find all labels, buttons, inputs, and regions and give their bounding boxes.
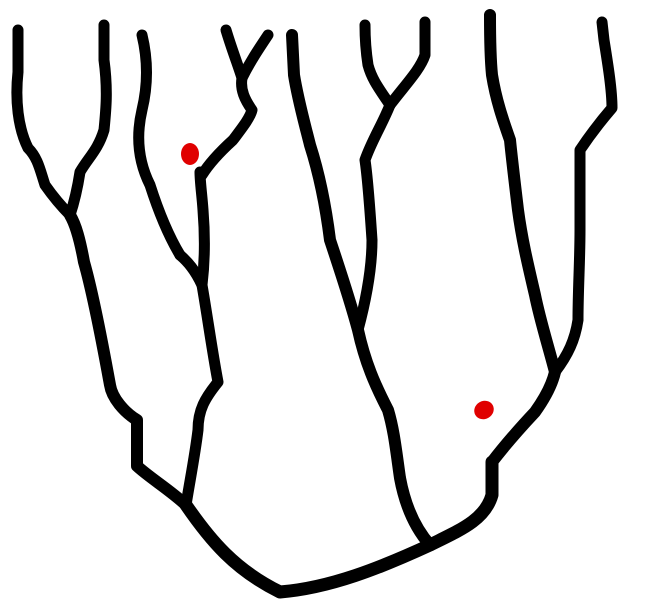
tree-branches (17, 15, 612, 592)
right-main-branch (490, 15, 555, 462)
left-fork-right (70, 25, 106, 215)
second-fork-left (139, 35, 180, 255)
right-sub-branch (555, 22, 612, 372)
red-marker-right (471, 397, 497, 423)
left-sub-branch (180, 255, 218, 505)
red-marker-left (181, 143, 199, 165)
top-v-right (242, 35, 268, 78)
second-fork-right (200, 172, 204, 285)
middle-sub-branch (358, 105, 390, 330)
middle-fork-right (390, 22, 425, 105)
left-main-branch (70, 215, 186, 505)
left-fork-trunk (17, 30, 70, 215)
middle-fork-left (365, 25, 390, 105)
base-curve (186, 462, 492, 592)
second-fork-stem (202, 78, 252, 175)
middle-main-branch (292, 35, 430, 545)
